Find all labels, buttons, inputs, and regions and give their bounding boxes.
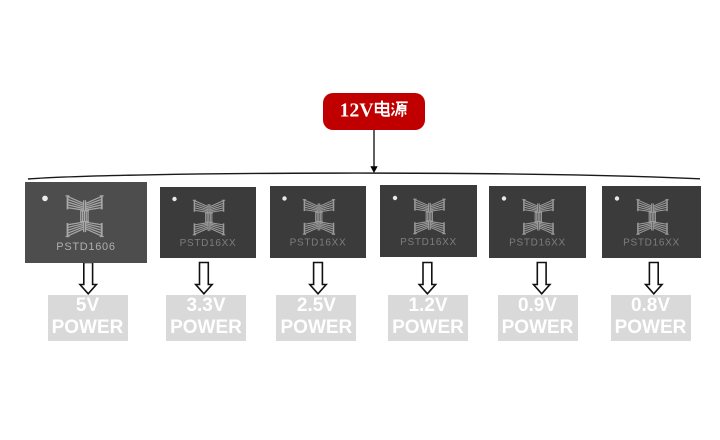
svg-text:PSTD16XX: PSTD16XX — [289, 238, 346, 249]
svg-text:PSTD16XX: PSTD16XX — [180, 238, 237, 249]
svg-text:PSTD16XX: PSTD16XX — [400, 237, 457, 248]
svg-text:PSTD16XX: PSTD16XX — [509, 238, 566, 249]
svg-text:PSTD1606: PSTD1606 — [56, 241, 115, 253]
svg-text:PSTD16XX: PSTD16XX — [623, 238, 680, 249]
